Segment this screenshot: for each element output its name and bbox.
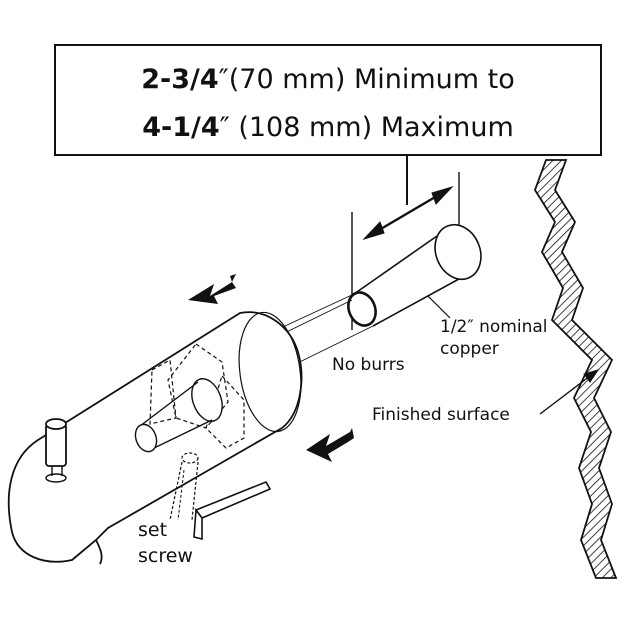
direction-arrow-upper — [188, 274, 236, 304]
min-length-value: 2-3/4 — [141, 64, 219, 95]
callout-line-maximum: 4-1/4″ (108 mm) Maximum — [56, 112, 600, 144]
set-screw-label-line1: set — [138, 519, 167, 541]
max-length-text: (108 mm) Maximum — [229, 112, 514, 143]
dimension-arrow — [351, 156, 460, 330]
inch-mark: ″ — [218, 64, 229, 95]
pipe-size-label-line2: copper — [440, 339, 499, 359]
callout-line-minimum: 2-3/4″(70 mm) Minimum to — [56, 64, 600, 96]
finished-surface-leader — [539, 369, 600, 415]
min-length-text: (70 mm) Minimum to — [228, 64, 515, 95]
allen-wrench — [193, 480, 272, 541]
wall-section — [534, 159, 618, 579]
inch-mark: ″ — [219, 112, 230, 143]
pipe-size-leader — [427, 295, 451, 319]
measurement-callout-box: 2-3/4″(70 mm) Minimum to 4-1/4″ (108 mm)… — [54, 44, 602, 156]
set-screw-leader — [177, 469, 185, 521]
pipe-size-label-line1: 1/2″ nominal — [440, 317, 548, 337]
tub-spout — [7, 311, 303, 565]
copper-pipe — [347, 223, 482, 327]
no-burrs-label: No burrs — [332, 355, 405, 375]
max-length-value: 4-1/4 — [142, 112, 220, 143]
finished-surface-label: Finished surface — [372, 405, 510, 425]
set-screw-label-line2: screw — [138, 545, 193, 567]
direction-arrow-lower — [306, 428, 354, 462]
